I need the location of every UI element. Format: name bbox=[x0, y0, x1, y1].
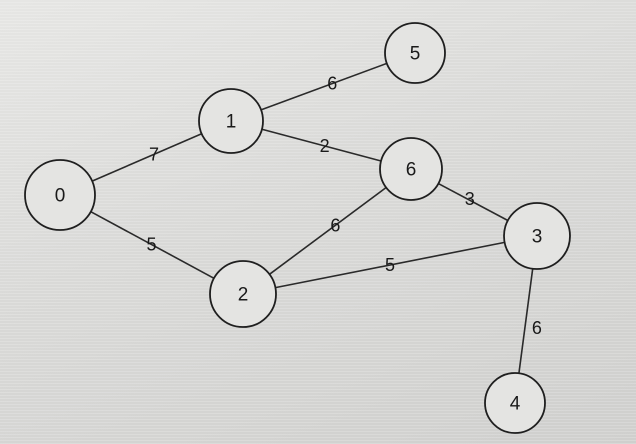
node-circle-6 bbox=[379, 137, 443, 201]
node-3: 3 bbox=[503, 202, 571, 270]
edge-weight-0-1: 7 bbox=[149, 144, 159, 164]
edges-layer bbox=[90, 62, 534, 374]
edge-weight-2-6: 6 bbox=[330, 215, 340, 235]
node-label-5: 5 bbox=[410, 44, 421, 65]
edge-weight-6-3: 3 bbox=[465, 189, 475, 209]
edge-weight-0-2: 5 bbox=[146, 235, 156, 255]
node-label-2: 2 bbox=[238, 285, 249, 306]
edge-0-2 bbox=[90, 210, 215, 280]
edge-6-3 bbox=[437, 182, 509, 222]
node-circle-1 bbox=[198, 88, 264, 154]
node-label-3: 3 bbox=[532, 227, 543, 248]
node-circle-3 bbox=[503, 202, 571, 270]
node-1: 1 bbox=[198, 88, 264, 154]
node-4: 4 bbox=[484, 372, 546, 434]
edge-weights-layer: 7 5 6 2 6 5 3 6 bbox=[146, 74, 541, 338]
node-circle-5 bbox=[384, 22, 446, 84]
node-6: 6 bbox=[379, 137, 443, 201]
edge-weight-2-3: 5 bbox=[385, 255, 395, 275]
edge-weight-3-4: 6 bbox=[532, 318, 542, 338]
edge-weight-1-6: 2 bbox=[320, 136, 330, 156]
node-label-4: 4 bbox=[510, 394, 521, 415]
edge-1-5 bbox=[260, 62, 388, 111]
node-circle-2 bbox=[209, 260, 277, 328]
nodes-layer: 0 1 2 3 4 5 6 bbox=[24, 22, 571, 434]
node-label-1: 1 bbox=[226, 112, 237, 133]
edge-3-4 bbox=[518, 268, 534, 374]
node-label-0: 0 bbox=[55, 186, 66, 207]
edge-1-6 bbox=[261, 128, 382, 162]
node-label-6: 6 bbox=[406, 160, 417, 181]
edge-0-1 bbox=[91, 132, 202, 182]
edge-weight-1-5: 6 bbox=[327, 74, 337, 94]
node-2: 2 bbox=[209, 260, 277, 328]
node-circle-0 bbox=[24, 159, 96, 231]
node-circle-4 bbox=[484, 372, 546, 434]
node-0: 0 bbox=[24, 159, 96, 231]
node-5: 5 bbox=[384, 22, 446, 84]
edge-2-6 bbox=[268, 186, 387, 275]
edge-2-3 bbox=[275, 241, 505, 289]
